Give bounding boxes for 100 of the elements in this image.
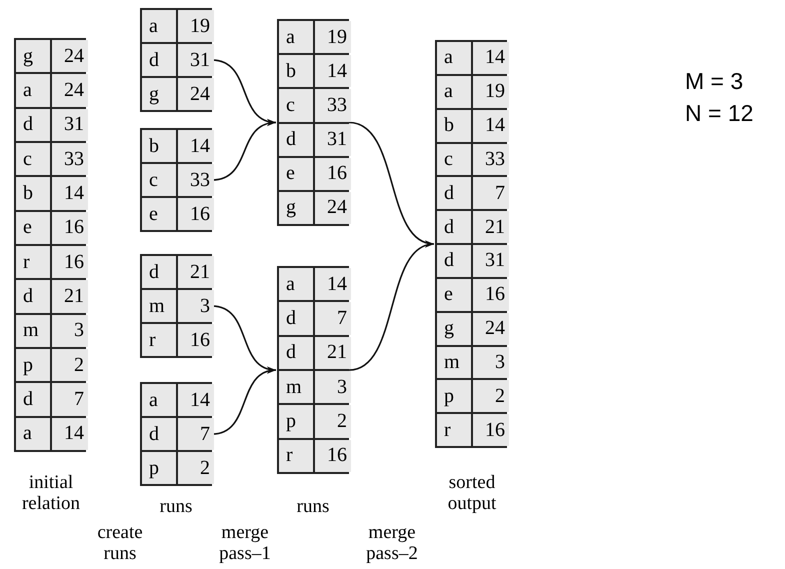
table-cell: 14: [52, 177, 88, 210]
table-cell: 7: [473, 177, 509, 210]
table-cell: 16: [178, 198, 214, 230]
table-cell: 3: [178, 290, 214, 322]
table-cell: e: [16, 212, 50, 244]
table-cell: m: [279, 371, 313, 404]
table-cell: 16: [178, 324, 214, 356]
table-cell: m: [437, 346, 471, 378]
column-caption: initial relation: [20, 472, 82, 514]
table-cell: 3: [52, 314, 88, 347]
step-caption: merge pass–1: [218, 522, 272, 564]
table-cell: d: [279, 336, 313, 370]
table-cell: 16: [315, 158, 351, 190]
table-cell: c: [16, 142, 50, 176]
table-cell: 31: [473, 245, 509, 277]
table-cell: d: [16, 383, 50, 416]
table-cell: d: [279, 302, 313, 335]
table-cell: 7: [52, 383, 88, 416]
table-cell: 14: [315, 268, 351, 300]
table-cell: d: [437, 177, 471, 210]
table-cell: 2: [178, 452, 214, 484]
table-cell: 31: [52, 108, 88, 141]
table-cell: 7: [315, 302, 351, 335]
arrow: [348, 242, 434, 371]
table-cell: r: [142, 324, 176, 356]
table-cell: a: [279, 268, 313, 300]
table-cell: 14: [473, 110, 509, 142]
table-cell: 24: [315, 192, 351, 224]
record-table: [140, 128, 212, 232]
table-cell: 14: [52, 418, 88, 450]
table-cell: 21: [52, 280, 88, 313]
table-cell: a: [142, 384, 176, 416]
table-cell: d: [16, 108, 50, 141]
table-cell: 14: [315, 55, 351, 88]
table-cell: 14: [473, 42, 509, 74]
table-cell: r: [437, 414, 471, 446]
table-cell: p: [437, 380, 471, 412]
table-cell: g: [16, 40, 50, 72]
table-cell: a: [16, 74, 50, 107]
table-cell: 33: [178, 164, 214, 196]
table-cell: d: [16, 280, 50, 313]
table-cell: g: [142, 78, 176, 110]
table-cell: e: [142, 198, 176, 230]
table-cell: b: [16, 177, 50, 210]
table-cell: 33: [315, 89, 351, 122]
record-table: [140, 254, 212, 358]
table-cell: 33: [52, 142, 88, 176]
record-table: [14, 38, 86, 452]
record-table: [435, 40, 507, 448]
table-cell: c: [279, 89, 313, 122]
table-cell: 31: [178, 44, 214, 76]
table-cell: 3: [473, 346, 509, 378]
table-cell: a: [16, 418, 50, 450]
table-cell: d: [437, 211, 471, 243]
table-cell: 24: [473, 312, 509, 344]
table-cell: a: [142, 10, 176, 42]
table-cell: 3: [315, 371, 351, 404]
table-cell: 33: [473, 144, 509, 176]
record-table: [140, 382, 212, 486]
column-caption: runs: [158, 496, 194, 517]
table-cell: 21: [315, 336, 351, 370]
table-cell: 2: [473, 380, 509, 412]
table-cell: g: [437, 312, 471, 344]
table-cell: 2: [52, 348, 88, 382]
arrow: [348, 122, 434, 246]
table-cell: 19: [315, 21, 351, 54]
record-table: [140, 8, 212, 112]
step-caption: merge pass–2: [365, 522, 419, 564]
table-cell: b: [142, 130, 176, 162]
table-cell: 16: [315, 440, 351, 472]
table-cell: 24: [52, 74, 88, 107]
table-cell: 21: [178, 256, 214, 288]
table-cell: 24: [52, 40, 88, 72]
table-cell: r: [16, 246, 50, 278]
table-cell: 31: [315, 124, 351, 156]
table-cell: p: [142, 452, 176, 484]
table-cell: 16: [52, 246, 88, 278]
table-cell: 2: [315, 405, 351, 438]
table-cell: p: [279, 405, 313, 438]
table-cell: e: [279, 158, 313, 190]
table-cell: 7: [178, 418, 214, 450]
parameter-text: N = 12: [685, 100, 754, 126]
table-cell: 21: [473, 211, 509, 243]
table-cell: a: [279, 21, 313, 54]
table-cell: 14: [178, 384, 214, 416]
table-cell: e: [437, 278, 471, 311]
table-cell: c: [142, 164, 176, 196]
table-cell: 19: [178, 10, 214, 42]
column-caption: runs: [296, 496, 330, 517]
table-cell: g: [279, 192, 313, 224]
table-cell: m: [16, 314, 50, 347]
table-cell: 24: [178, 78, 214, 110]
table-cell: d: [142, 44, 176, 76]
record-table: [277, 19, 349, 226]
table-cell: r: [279, 440, 313, 472]
parameter-text: M = 3: [685, 68, 744, 94]
table-cell: 16: [473, 278, 509, 311]
table-cell: 19: [473, 76, 509, 108]
table-cell: d: [279, 124, 313, 156]
table-cell: d: [437, 245, 471, 277]
